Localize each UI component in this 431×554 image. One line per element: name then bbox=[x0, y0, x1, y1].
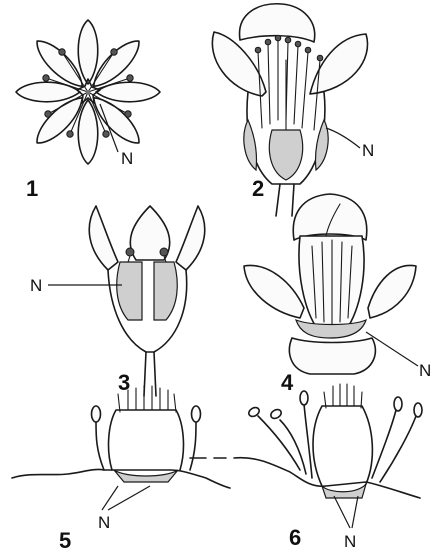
flower-2-ovary bbox=[269, 130, 302, 180]
label-n-fig2: N bbox=[362, 141, 374, 160]
flower-5-gynoecium bbox=[109, 410, 184, 470]
flower-6-gynoecium bbox=[313, 406, 372, 486]
flower-3-anther-2 bbox=[160, 248, 168, 256]
flower-5-stamen-left bbox=[96, 422, 104, 470]
flower-4-lip bbox=[289, 338, 375, 374]
flower-1-top-view: N 1 bbox=[16, 20, 160, 201]
flower-6-pistil: N 6 bbox=[190, 384, 422, 551]
flower-2-petal-left bbox=[212, 32, 266, 96]
flower-6-base-line bbox=[190, 458, 420, 498]
flower-3-anther-1 bbox=[126, 248, 134, 256]
flower-3-sepal-left bbox=[89, 206, 118, 270]
flower-3-section: N 3 bbox=[30, 206, 205, 396]
flower-3-pedicel bbox=[144, 352, 156, 396]
flower-5-stamen-right bbox=[190, 422, 196, 470]
flower-2-petal-right bbox=[310, 34, 368, 94]
figure-number-5: 5 bbox=[59, 528, 71, 553]
flower-4-petal-back bbox=[293, 194, 367, 240]
label-n-fig3: N bbox=[30, 276, 42, 295]
flower-4-side-view: N 4 bbox=[244, 194, 431, 395]
label-n-fig4: N bbox=[419, 361, 431, 380]
figure-number-4: 4 bbox=[281, 370, 294, 395]
flower-4-petal-left bbox=[244, 265, 304, 318]
label-n-fig5: N bbox=[98, 513, 110, 532]
figure-number-2: 2 bbox=[252, 176, 264, 201]
flower-2-pedicel bbox=[276, 184, 294, 216]
flower-4-petal-right bbox=[368, 265, 416, 318]
figure-number-1: 1 bbox=[26, 176, 38, 201]
flower-3-ovary-right bbox=[154, 262, 177, 320]
flower-6-stigmas bbox=[324, 384, 362, 408]
flower-2-section: N 2 bbox=[212, 4, 374, 216]
flower-3-ovary-left bbox=[117, 262, 142, 320]
flower-3-sepal-right bbox=[176, 206, 205, 270]
label-n-fig1: N bbox=[121, 149, 133, 168]
flower-2-nectary-left bbox=[244, 120, 257, 170]
flower-5-anther-right bbox=[192, 406, 201, 422]
flower-5-anther-left bbox=[92, 406, 101, 422]
flower-5-pistil: N 5 bbox=[12, 386, 230, 553]
label-n-fig6: N bbox=[344, 532, 356, 551]
figure-number-6: 6 bbox=[289, 525, 301, 550]
flower-5-nectary-ring bbox=[114, 470, 178, 482]
flower-6-stamens bbox=[247, 391, 422, 482]
